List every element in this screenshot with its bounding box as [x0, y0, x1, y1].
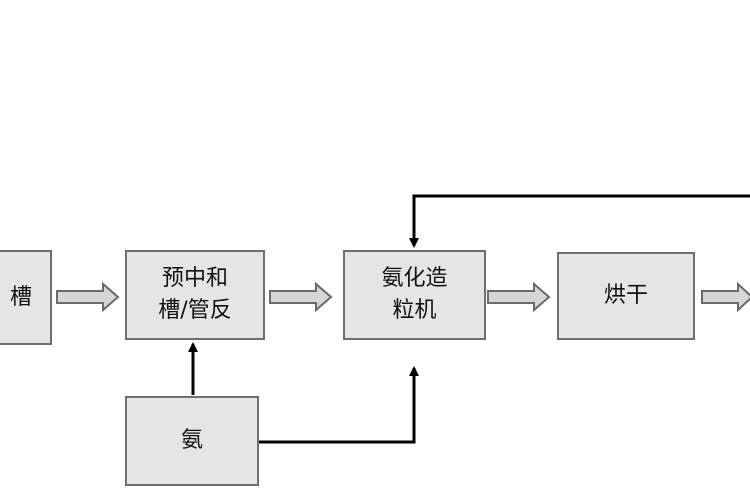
pre-neutralization-box: 预中和 槽/管反 [125, 250, 265, 340]
ammonia-to-granulator-line [258, 366, 419, 444]
flow-arrow-preneutralization-to-granulator [269, 281, 333, 313]
ammonia-box: 氨 [125, 396, 259, 486]
drying-box: 烘干 [557, 252, 695, 340]
tank-label: 槽 [9, 284, 32, 310]
ammonia-granulator-label: 氨化造 粒机 [381, 266, 448, 323]
drying-label: 烘干 [603, 283, 648, 309]
tank-box: 槽 [0, 250, 52, 345]
flow-arrow-drying-to-next [701, 281, 750, 313]
pre-neutralization-label: 预中和 槽/管反 [158, 266, 232, 323]
recycle-line [409, 194, 750, 248]
flow-arrow-granulator-to-drying [487, 281, 551, 313]
flow-arrow-tank-to-preneutralization [56, 281, 120, 313]
ammonia-granulator-box: 氨化造 粒机 [343, 250, 486, 340]
ammonia-label: 氨 [180, 428, 203, 454]
